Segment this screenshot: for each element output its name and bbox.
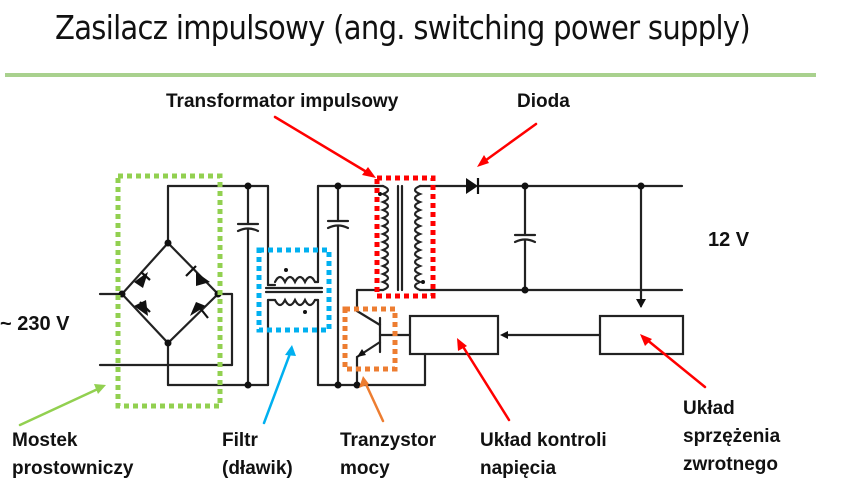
- filter-label-line2: (dławik): [222, 458, 293, 479]
- transistor-highlight: [342, 306, 398, 372]
- transformer-secondary: [413, 184, 423, 292]
- control-label-line2: napięcia: [480, 458, 557, 479]
- output-diode: [466, 178, 478, 194]
- bridge-rectifier: [120, 241, 220, 345]
- slide-title: Zasilacz impulsowy (ang. switching power…: [55, 8, 751, 47]
- feedback-label-line1: Układ: [683, 398, 735, 419]
- bridge-label-line1: Mostek: [12, 430, 78, 451]
- bridge-highlight: [115, 173, 223, 409]
- filter-highlight: [256, 247, 332, 333]
- transistor-pointer: [363, 380, 385, 423]
- bridge-pointer: [18, 386, 102, 427]
- bridge-label: Mostek prostowniczy: [12, 427, 133, 483]
- transformer-highlight: [374, 175, 436, 299]
- filter-label: Filtr (dławik): [222, 427, 293, 483]
- control-pointer: [460, 343, 511, 422]
- input-voltage-label: ~ 230 V: [0, 313, 70, 335]
- filter-pointer: [262, 349, 293, 425]
- circuit-wires: [98, 184, 685, 387]
- control-block: [408, 314, 500, 356]
- transformer-pointer: [273, 115, 372, 176]
- filter-label-line1: Filtr: [222, 430, 258, 451]
- control-label: Układ kontroli napięcia: [480, 427, 607, 483]
- transformer-primary: [380, 184, 390, 292]
- transistor-label-line1: Tranzystor: [340, 430, 437, 451]
- diode-label: Dioda: [517, 91, 570, 112]
- title-divider: [5, 73, 816, 77]
- feedback-label-line3: zwrotnego: [683, 454, 778, 475]
- diode-pointer: [480, 122, 538, 165]
- feedback-label: Układ sprzężenia zwrotnego: [683, 395, 780, 479]
- control-label-line1: Układ kontroli: [480, 430, 607, 451]
- bridge-label-line2: prostowniczy: [12, 458, 134, 479]
- output-voltage-label: 12 V: [708, 229, 750, 251]
- feedback-pointer: [644, 337, 707, 389]
- circuit-nodes: [118, 178, 646, 389]
- transistor-label-line2: mocy: [340, 458, 390, 479]
- transistor-label: Tranzystor mocy: [340, 427, 436, 483]
- feedback-label-line2: sprzężenia: [683, 426, 781, 447]
- transformer-label: Transformator impulsowy: [166, 91, 399, 112]
